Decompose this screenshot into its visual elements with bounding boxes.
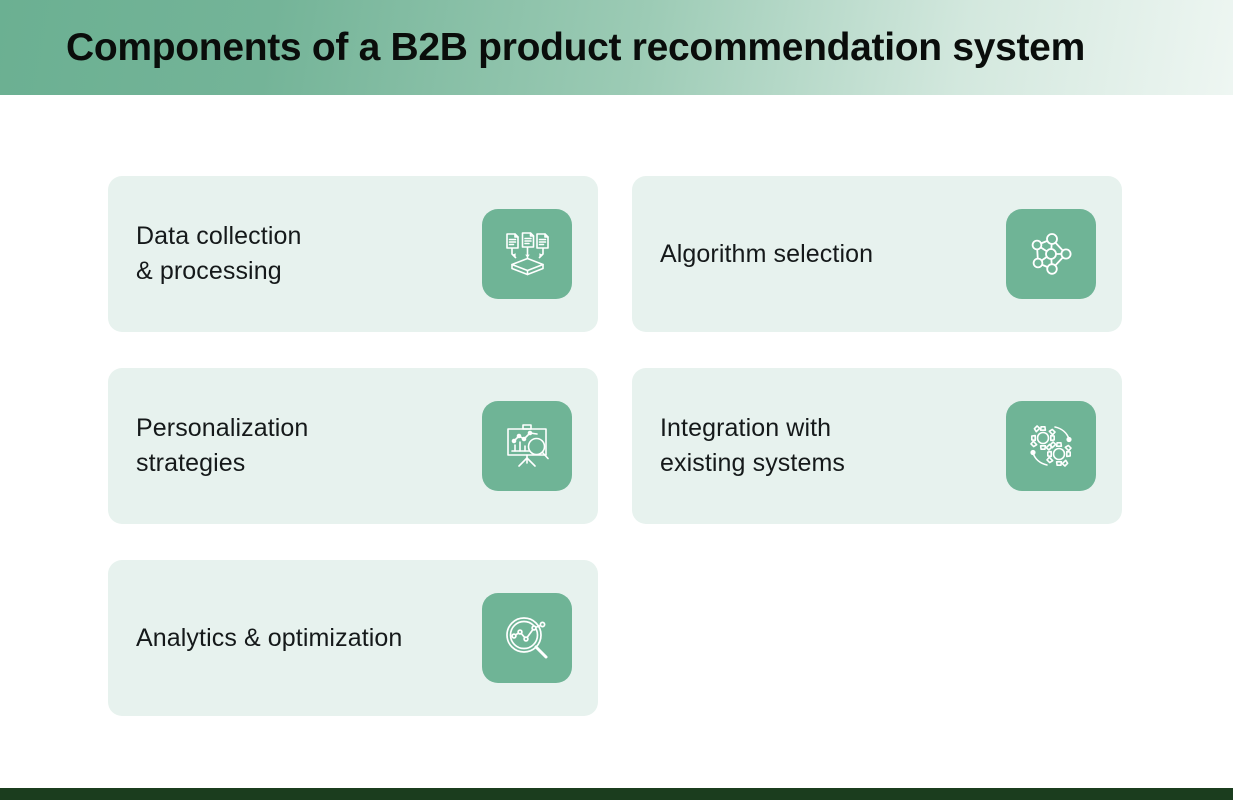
page-title: Components of a B2B product recommendati… bbox=[66, 25, 1085, 69]
card-data-collection[interactable]: Data collection & processing bbox=[108, 176, 598, 332]
icon-tile bbox=[482, 209, 572, 299]
card-personalization-strategies[interactable]: Personalization strategies bbox=[108, 368, 598, 524]
card-row: Data collection & processing bbox=[108, 176, 1126, 332]
card-algorithm-selection[interactable]: Algorithm selection bbox=[632, 176, 1122, 332]
bottom-accent-bar bbox=[0, 788, 1233, 800]
card-label: Integration with existing systems bbox=[660, 414, 845, 477]
card-label: Analytics & optimization bbox=[136, 623, 403, 652]
presentation-chart-search-icon bbox=[501, 420, 553, 472]
slide-header: Components of a B2B product recommendati… bbox=[0, 0, 1233, 95]
card-label: Personalization strategies bbox=[136, 414, 309, 477]
gears-icon bbox=[1025, 420, 1077, 472]
neural-network-icon bbox=[1025, 228, 1077, 280]
card-row: Analytics & optimization bbox=[108, 560, 1126, 716]
documents-to-stack-icon bbox=[501, 228, 553, 280]
icon-tile bbox=[482, 593, 572, 683]
card-label: Data collection & processing bbox=[136, 222, 302, 285]
card-label: Algorithm selection bbox=[660, 239, 874, 268]
component-card-grid: Data collection & processing bbox=[108, 176, 1126, 752]
magnifier-chart-icon bbox=[501, 612, 553, 664]
card-analytics-optimization[interactable]: Analytics & optimization bbox=[108, 560, 598, 716]
card-integration-existing-systems[interactable]: Integration with existing systems bbox=[632, 368, 1122, 524]
icon-tile bbox=[1006, 209, 1096, 299]
icon-tile bbox=[1006, 401, 1096, 491]
card-empty-slot bbox=[632, 560, 1122, 716]
card-row: Personalization strategies bbox=[108, 368, 1126, 524]
icon-tile bbox=[482, 401, 572, 491]
